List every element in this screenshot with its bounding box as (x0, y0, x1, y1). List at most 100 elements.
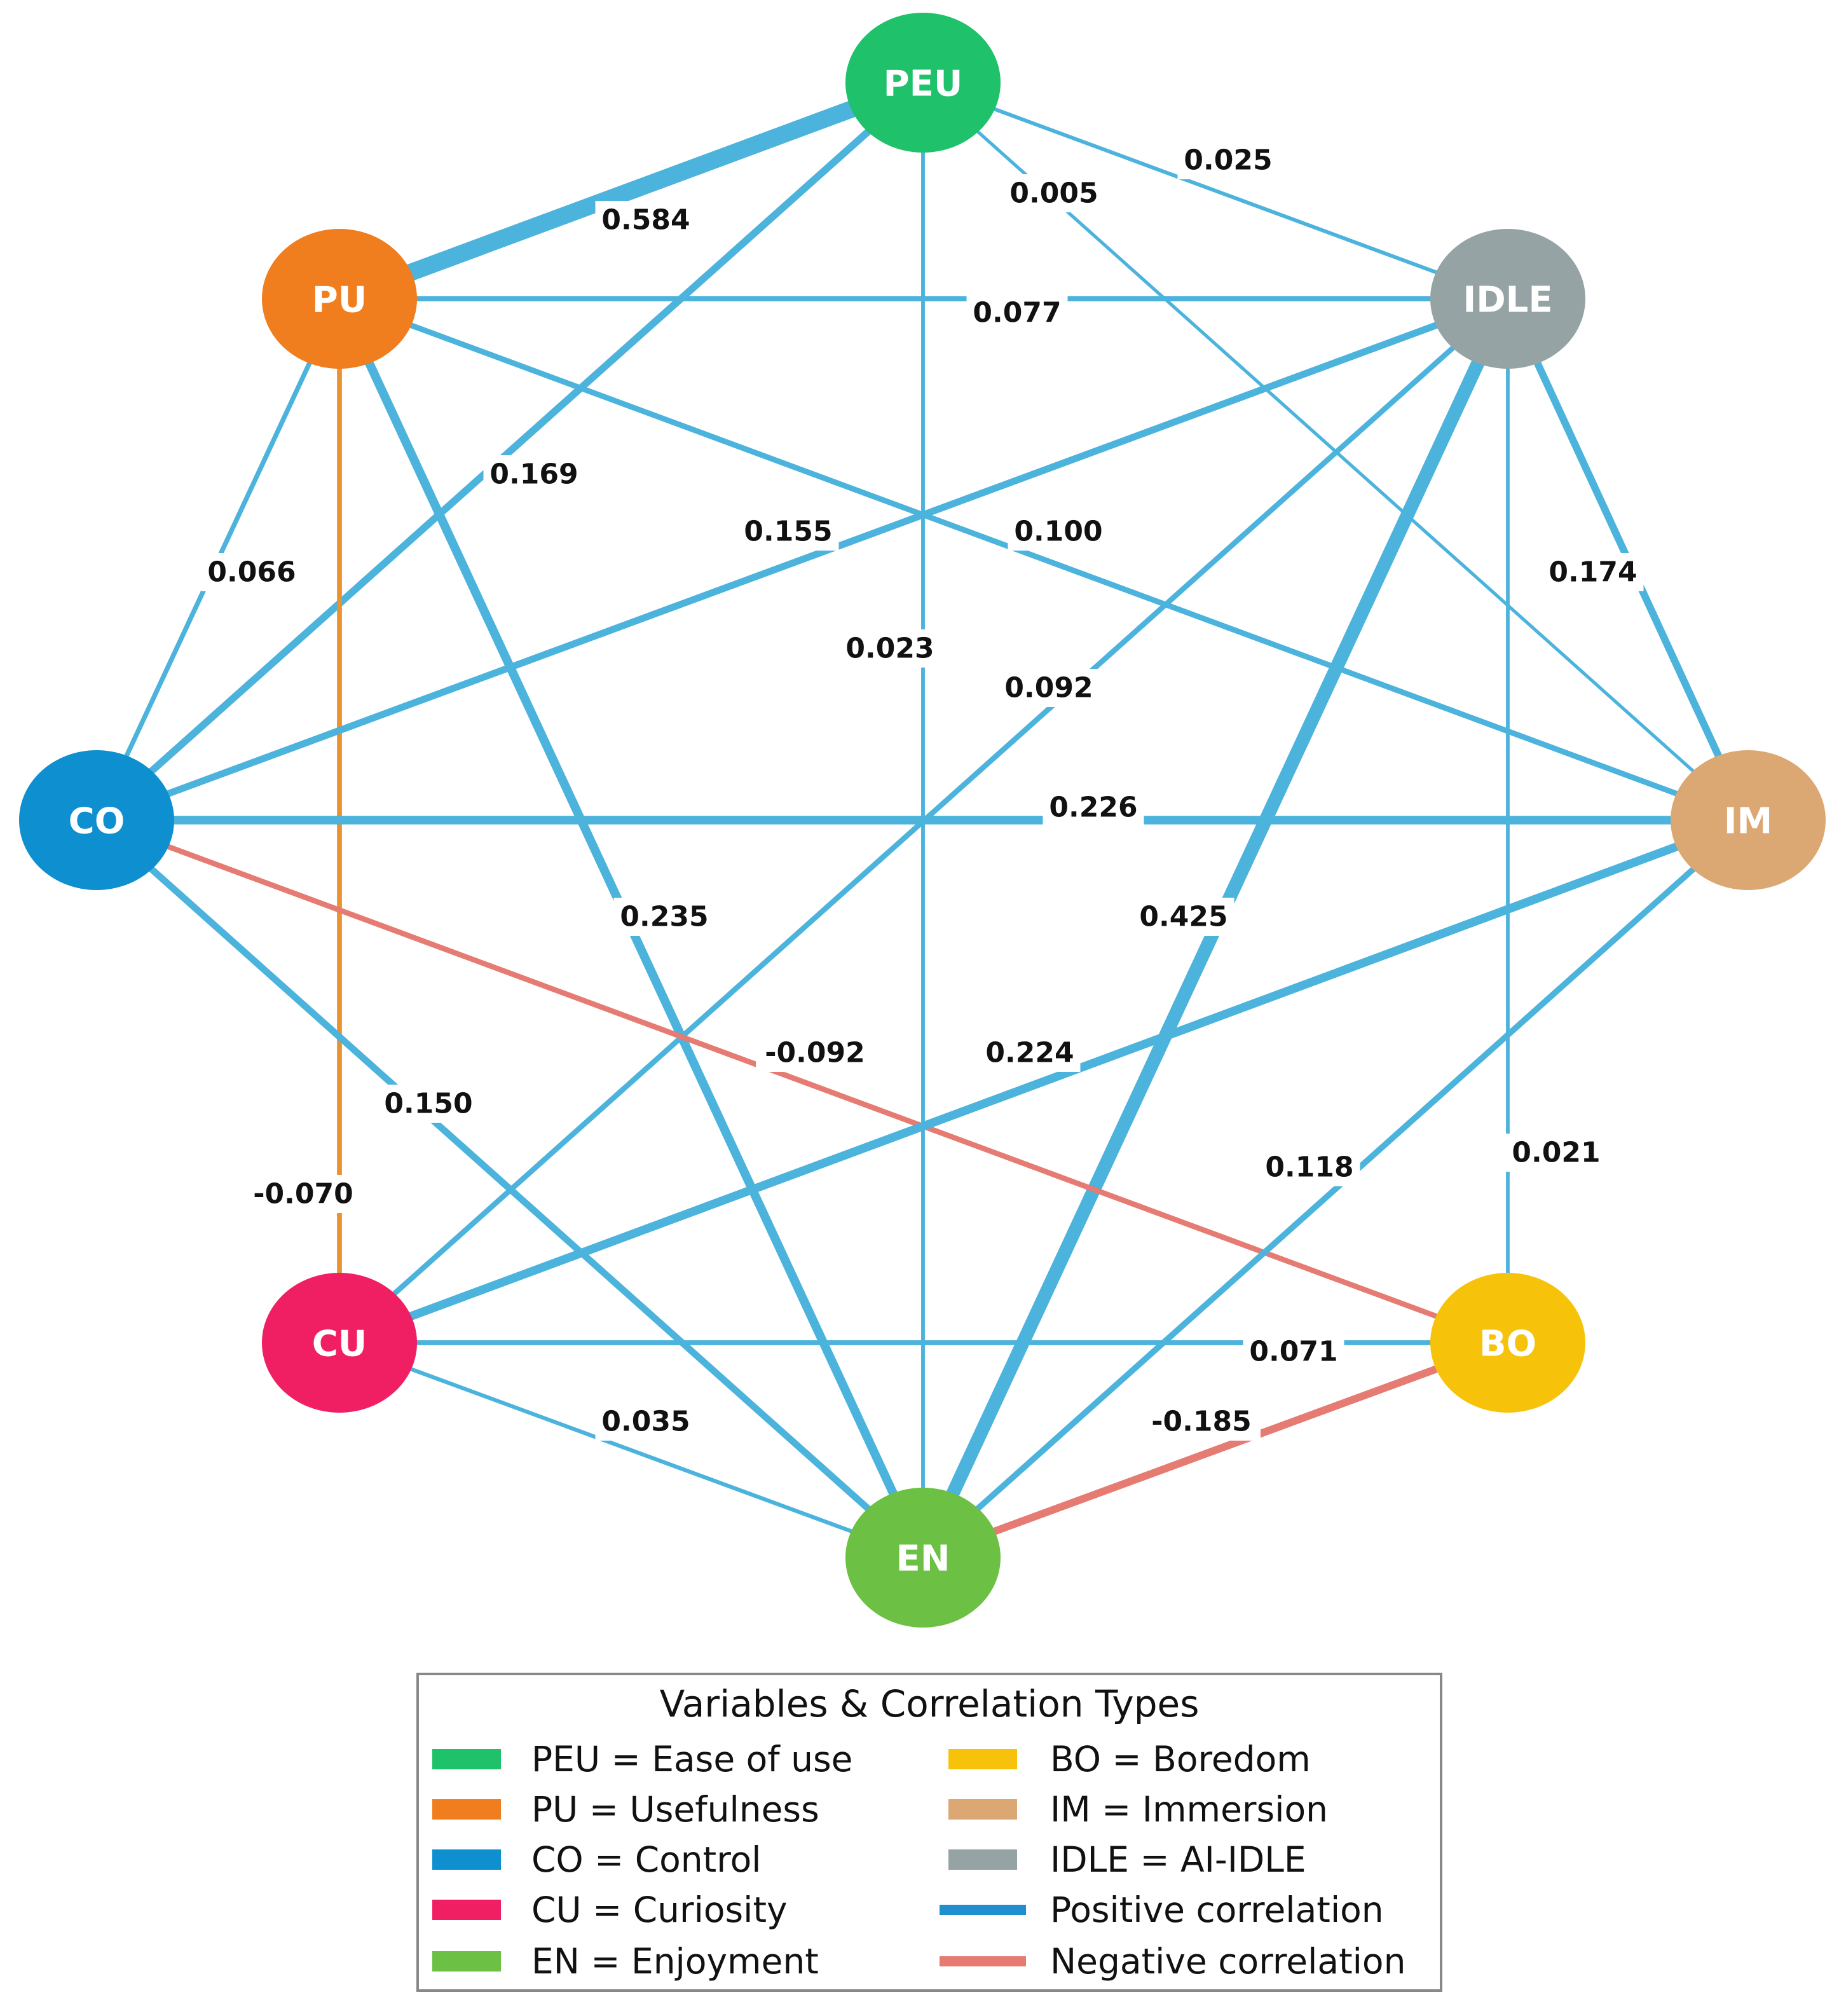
edge-label-idle-bo: 0.021 (1512, 1137, 1600, 1169)
legend-title: Variables & Correlation Types (660, 1682, 1200, 1725)
edge-label-peu-pu: 0.584 (601, 204, 690, 237)
legend-swatch (432, 1749, 501, 1769)
edge-label-background (1008, 512, 1109, 551)
edge-label-cu-en: 0.035 (601, 1406, 690, 1438)
edge-label-background (756, 1034, 874, 1072)
node-co: CO (19, 750, 174, 890)
node-label-pu: PU (312, 280, 367, 321)
edge-label-background (1003, 174, 1105, 212)
edge-label-co-bo: -0.092 (765, 1037, 865, 1069)
edge-label-background (998, 669, 1100, 707)
edge-label-background (1243, 1333, 1344, 1371)
edge-label-background (1505, 1134, 1607, 1172)
edge-idle-co (95, 295, 1509, 824)
edge-label-pu-idle: 0.077 (973, 297, 1061, 329)
edge-label-pu-im: 0.100 (1014, 516, 1102, 548)
node-im: IM (1671, 750, 1826, 890)
edge-label-background (979, 1034, 1081, 1072)
legend: Variables & Correlation Types PEU = Ease… (416, 1673, 1442, 1992)
node-label-cu: CU (312, 1324, 367, 1365)
legend-item-label: IDLE = AI-IDLE (1050, 1839, 1306, 1880)
legend-swatch (948, 1799, 1017, 1820)
edge-label-background (483, 455, 585, 493)
edge-label-idle-im: 0.174 (1549, 556, 1637, 589)
edge-label-background (966, 294, 1068, 332)
legend-item-label: CU = Curiosity (531, 1889, 788, 1930)
edge-label-peu-idle: 0.025 (1184, 144, 1272, 177)
node-label-im: IM (1724, 801, 1773, 842)
edge-label-background (839, 629, 941, 668)
edge-label-peu-en: 0.023 (845, 633, 934, 665)
edge-label-background (595, 201, 697, 239)
edge-label-peu-im: 0.005 (1009, 177, 1098, 210)
legend-item-label: EN = Enjoyment (531, 1941, 819, 1982)
edge-label-background (1259, 1148, 1360, 1186)
edge-label-background (244, 1175, 362, 1213)
edge-label-im-en: 0.118 (1265, 1151, 1353, 1184)
legend-left-column: PEU = Ease of use PU = Usefulness CO = Con… (432, 1739, 853, 1982)
edge-label-background (1142, 1402, 1261, 1441)
node-label-co: CO (69, 801, 125, 842)
edge-im-en (920, 818, 1751, 1560)
edge-label-pu-en: 0.235 (620, 901, 708, 933)
edge-label-background (737, 512, 839, 551)
node-circle-im (1671, 750, 1826, 890)
edge-label-background (595, 1402, 697, 1441)
legend-item-label: PU = Usefulness (531, 1789, 819, 1830)
node-circle-cu (262, 1273, 417, 1413)
node-pu: PU (262, 229, 417, 369)
edge-cu-en (338, 1341, 924, 1560)
edge-label-pu-co: 0.066 (207, 556, 296, 589)
node-circle-bo (1430, 1273, 1585, 1413)
node-label-bo: BO (1479, 1324, 1536, 1365)
node-label-idle: IDLE (1463, 280, 1552, 321)
edge-co-bo (95, 818, 1509, 1345)
edge-peu-co (94, 79, 926, 823)
edge-label-background (1542, 553, 1644, 591)
edge-peu-idle (922, 81, 1509, 301)
legend-item-label: PEU = Ease of use (531, 1739, 853, 1779)
edge-pu-im (338, 296, 1749, 823)
node-circle-idle (1430, 229, 1585, 369)
edge-label-co-im: 0.226 (1049, 792, 1137, 824)
node-circle-pu (262, 229, 417, 369)
node-label-en: EN (896, 1539, 950, 1580)
legend-item-label: Positive correlation (1050, 1889, 1384, 1930)
edge-label-co-en: 0.150 (384, 1088, 472, 1120)
legend-swatch (432, 1799, 501, 1820)
legend-swatch (948, 1849, 1017, 1870)
node-circle-co (19, 750, 174, 890)
legend-item-label: IM = Immersion (1050, 1789, 1328, 1830)
node-bo: BO (1430, 1273, 1585, 1413)
edge-label-background (201, 553, 303, 591)
legend-box (416, 1673, 1442, 1992)
legend-swatch (432, 1900, 501, 1920)
edge-labels-layer: 0.584 0.025 0.005 0.169 0.023 0.077 0.100 0.066… (201, 141, 1644, 1441)
edge-peu-pu (336, 74, 926, 307)
node-idle: IDLE (1430, 229, 1585, 369)
edge-co-en (94, 818, 926, 1560)
legend-swatch (948, 1749, 1017, 1769)
edge-label-background (378, 1085, 479, 1123)
edge-im-cu (338, 816, 1750, 1347)
nodes-layer: PEU PU IDLE CO IM CU BO EN (19, 13, 1826, 1628)
legend-swatch (432, 1849, 501, 1870)
edge-label-peu-co: 0.169 (489, 458, 578, 491)
edge-label-background (1177, 141, 1279, 179)
edge-label-idle-cu: 0.092 (1004, 672, 1093, 704)
legend-item-label: Negative correlation (1050, 1941, 1405, 1982)
node-peu: PEU (845, 13, 1001, 153)
edge-label-background (1133, 898, 1234, 936)
node-circle-peu (845, 13, 1001, 153)
edge-label-bo-en: -0.185 (1151, 1406, 1251, 1438)
edge-label-background (613, 898, 715, 936)
edge-label-im-cu: 0.224 (985, 1037, 1074, 1069)
edge-label-background (1043, 788, 1144, 826)
edge-label-idle-en: 0.425 (1139, 901, 1227, 933)
node-label-peu: PEU (884, 64, 963, 105)
legend-item-label: CO = Control (531, 1839, 762, 1880)
edge-label-cu-bo: 0.071 (1249, 1336, 1337, 1368)
edge-bo-en (921, 1339, 1510, 1561)
